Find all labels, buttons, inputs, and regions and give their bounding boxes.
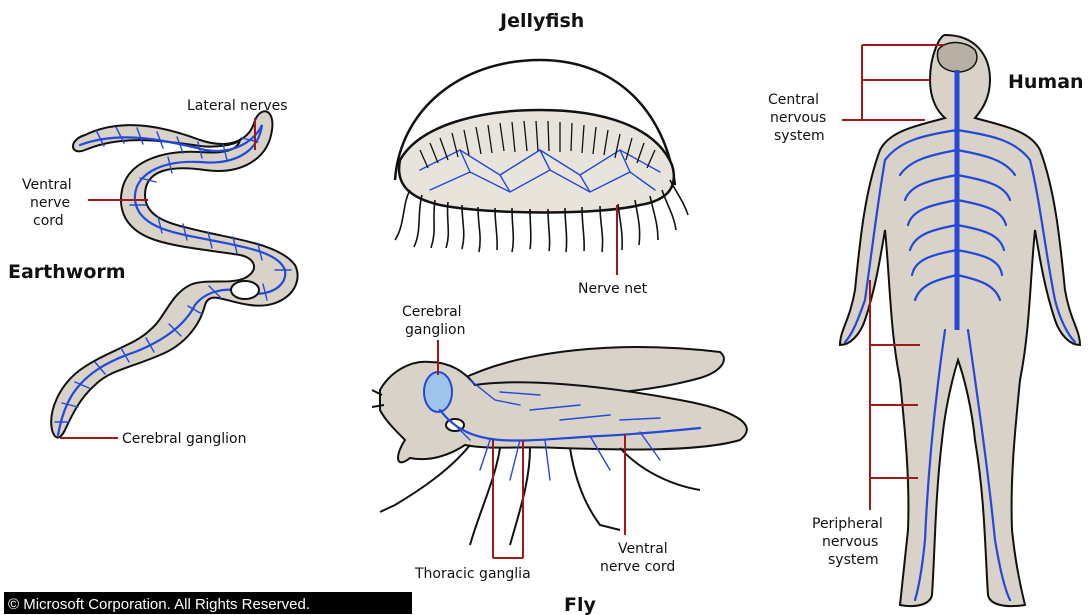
fly-thoracic-ganglia-label: Thoracic ganglia <box>414 566 531 582</box>
jellyfish-figure <box>395 60 688 252</box>
human-peripheral-nervous-system-label: Peripheral nervous system <box>812 516 887 568</box>
earthworm-hole <box>231 281 259 299</box>
earthworm-title: Earthworm <box>8 261 126 283</box>
jellyfish-nerve-net-label: Nerve net <box>578 281 648 297</box>
jellyfish-title: Jellyfish <box>498 10 584 32</box>
earthworm-lateral-nerves-label: Lateral nerves <box>187 98 288 114</box>
earthworm-ventral-nerve-cord-label: Ventral nerve cord <box>22 177 76 229</box>
fly-figure <box>372 347 747 545</box>
fly-cerebral-ganglion <box>424 372 452 412</box>
fly-cerebral-ganglion-label: Cerebral ganglion <box>402 304 466 338</box>
copyright-text: © Microsoft Corporation. All Rights Rese… <box>8 596 310 613</box>
fly-ventral-nerve-cord-label: Ventral nerve cord <box>600 541 675 575</box>
earthworm-cerebral-ganglion-label: Cerebral ganglion <box>122 431 246 447</box>
human-brain <box>937 43 976 73</box>
fly-title: Fly <box>564 594 596 615</box>
human-central-nervous-system-label: Central nervous system <box>768 92 831 144</box>
human-title: Human <box>1008 71 1084 93</box>
